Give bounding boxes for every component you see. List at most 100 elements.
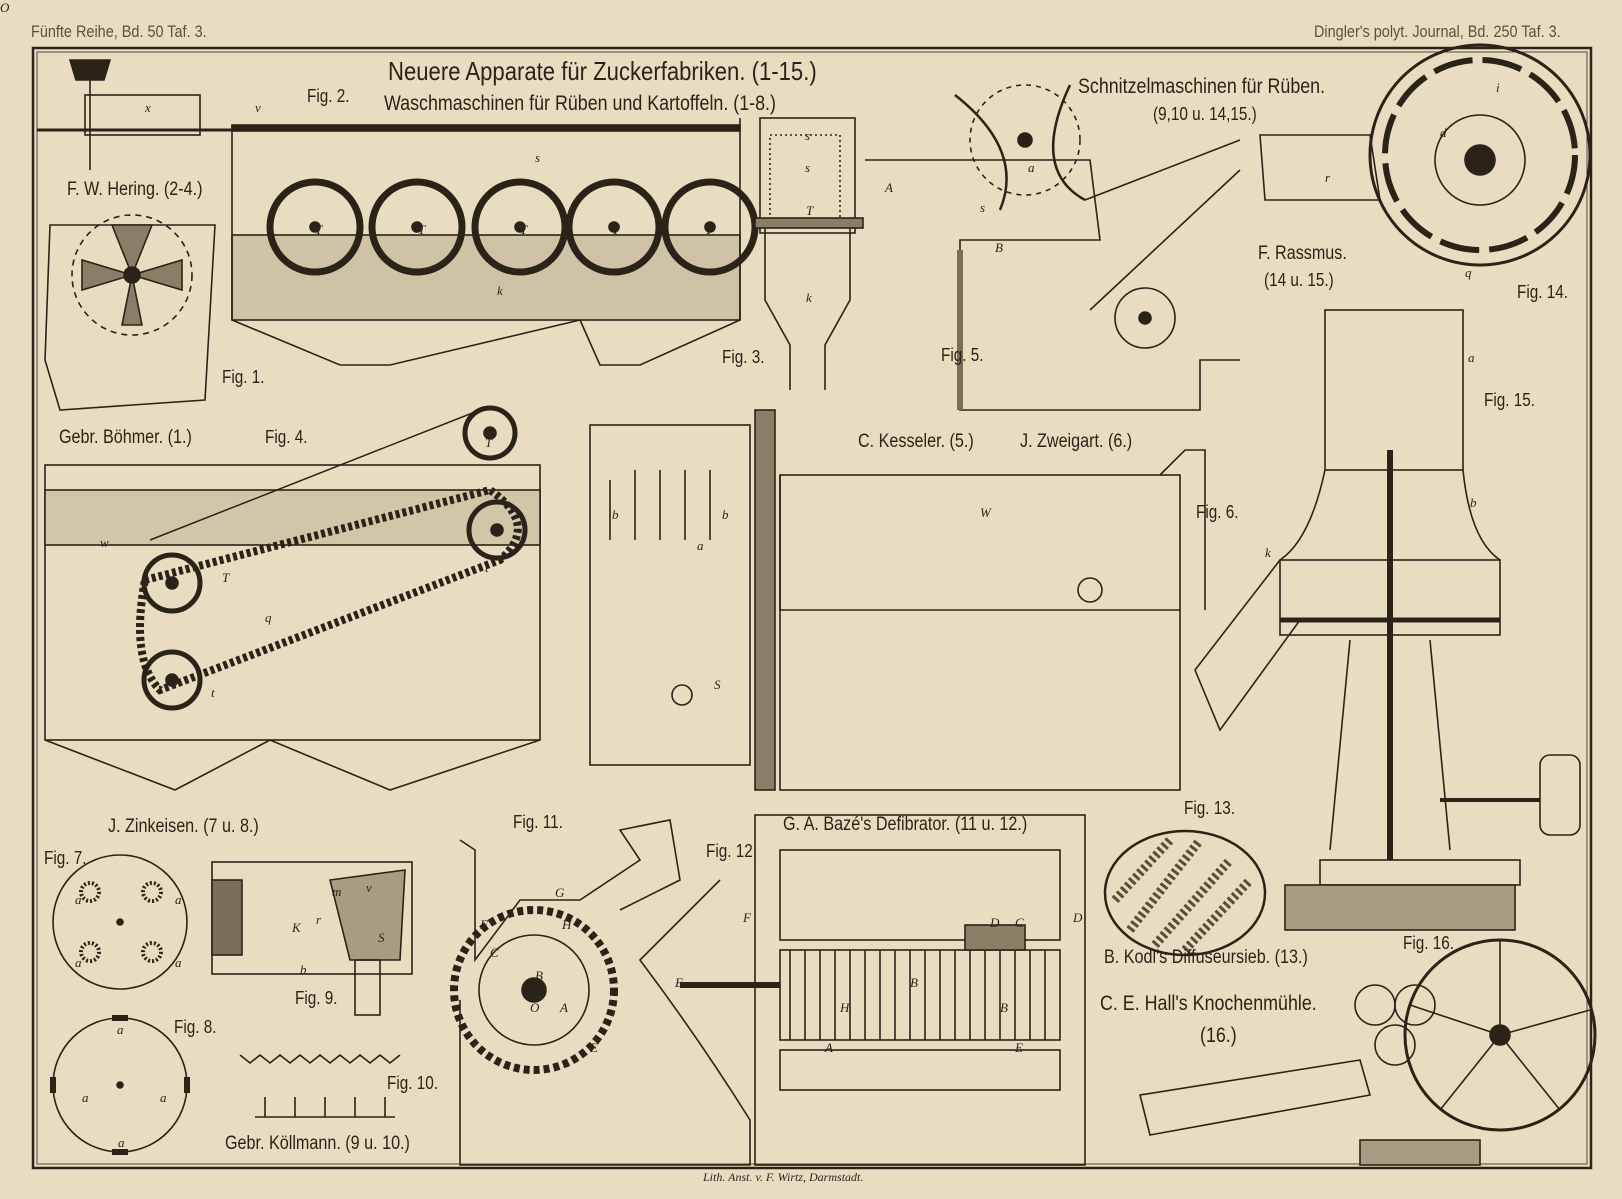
maker-kodl: B. Kodl's Diffuseursieb. (13.) xyxy=(1104,947,1308,968)
fig15-drawing xyxy=(1194,309,1581,931)
annotation-letter: A xyxy=(560,1000,568,1015)
imprint: Lith. Anst. v. F. Wirtz, Darmstadt. xyxy=(703,1170,864,1184)
annotation-letter: x xyxy=(145,100,151,115)
annotation-letter: s xyxy=(980,200,986,215)
fig12-drawing xyxy=(680,814,1086,1166)
fig15-label: Fig. 15. xyxy=(1484,390,1536,410)
annotation-letter: A xyxy=(825,1040,833,1055)
annotation-letter: G xyxy=(555,885,565,900)
fig12-label: Fig. 12. xyxy=(706,841,758,861)
fig4-label: Fig. 4. xyxy=(265,427,308,447)
maker-baze: G. A. Bazé's Defibrator. (11 u. 12.) xyxy=(783,814,1028,835)
annotation-letter: B xyxy=(995,240,1003,255)
fig7-drawing xyxy=(52,854,188,990)
annotation-letter: S xyxy=(714,677,721,692)
annotation-letter: E xyxy=(590,1040,598,1055)
annotation-letter: B xyxy=(1000,1000,1008,1015)
annotation-letter: d xyxy=(1440,125,1447,140)
fig6-label: Fig. 6. xyxy=(1196,502,1239,522)
fig3-label: Fig. 3. xyxy=(722,347,765,367)
maker-boehmer: Gebr. Böhmer. (1.) xyxy=(59,427,192,448)
annotation-letter: B xyxy=(910,975,918,990)
annotation-letter: S xyxy=(378,930,385,945)
annotation-letter: T xyxy=(485,435,493,450)
annotation-letter: E xyxy=(1015,1040,1023,1055)
annotation-letter: A xyxy=(885,180,893,195)
annotation-letter: C xyxy=(490,945,499,960)
annotation-letter: a xyxy=(697,538,704,553)
fig11-drawing xyxy=(450,819,751,1166)
annotation-letter: s xyxy=(805,128,811,143)
annotation-letter: t xyxy=(211,685,215,700)
annotation-letter: W xyxy=(980,505,991,520)
maker-zweigart: J. Zweigart. (6.) xyxy=(1020,431,1133,452)
fig14-label: Fig. 14. xyxy=(1517,282,1569,302)
annotation-letter: D xyxy=(1073,910,1083,925)
annotation-letter: i xyxy=(1496,80,1500,95)
header-right: Dingler's polyt. Journal, Bd. 250 Taf. 3… xyxy=(1314,22,1561,41)
annotation-letter: K xyxy=(292,920,301,935)
maker-hall-figs: (16.) xyxy=(1200,1024,1237,1047)
fig2-label: Fig. 2. xyxy=(307,86,350,106)
fig7-label: Fig. 7. xyxy=(44,848,87,868)
plate-title: Neuere Apparate für Zuckerfabriken. (1-1… xyxy=(388,56,817,86)
fig10-drawing xyxy=(239,1053,401,1118)
annotation-letter: b xyxy=(722,507,729,522)
fig3-drawing xyxy=(754,117,864,390)
maker-hering: F. W. Hering. (2-4.) xyxy=(67,179,203,200)
annotation-letter: r xyxy=(1325,170,1331,185)
fig16-label: Fig. 16. xyxy=(1403,933,1455,953)
annotation-letter: v xyxy=(255,100,261,115)
fig11-label: Fig. 11. xyxy=(513,812,563,832)
annotation-letter: s xyxy=(535,150,541,165)
maker-kesseler: C. Kesseler. (5.) xyxy=(858,431,974,452)
annotation-letter: k xyxy=(497,283,503,298)
annotation-letter: b xyxy=(300,962,307,977)
annotation-letter: r xyxy=(316,912,322,927)
annotation-letter: b xyxy=(612,507,619,522)
annotation-letter: T xyxy=(806,203,814,218)
maker-koellmann: Gebr. Köllmann. (9 u. 10.) xyxy=(225,1133,410,1154)
fig16-drawing xyxy=(1139,938,1597,1166)
fig9-drawing xyxy=(211,861,413,1016)
annotation-letter: T xyxy=(612,222,620,237)
annotation-letter: q xyxy=(265,610,272,625)
header-left: Fünfte Reihe, Bd. 50 Taf. 3. xyxy=(31,22,207,41)
fig14-drawing xyxy=(1259,43,1592,267)
annotation-letter: a xyxy=(175,892,182,907)
annotation-letter: C xyxy=(1015,915,1024,930)
annotation-letter: H xyxy=(840,1000,850,1015)
washer-drums xyxy=(266,178,759,276)
fig1-label: Fig. 1. xyxy=(222,367,265,387)
fig2-drawing xyxy=(231,118,759,366)
plate-border xyxy=(31,46,1593,1170)
annotation-letter: F xyxy=(743,910,751,925)
annotation-letter: T xyxy=(315,222,323,237)
maker-hall: C. E. Hall's Knochenmühle. xyxy=(1100,992,1317,1015)
annotation-letter: w xyxy=(100,535,109,550)
fig8-label: Fig. 8. xyxy=(174,1017,217,1037)
annotation-letter: k xyxy=(806,290,812,305)
annotation-letter: a xyxy=(1028,160,1035,175)
maker-zinkeisen: J. Zinkeisen. (7 u. 8.) xyxy=(108,816,259,837)
annotation-letter: a xyxy=(118,1135,125,1150)
annotation-letter: T xyxy=(418,222,426,237)
annotation-letter: H xyxy=(562,917,572,932)
annotation-letter: k xyxy=(1265,545,1271,560)
maker-rassmus: F. Rassmus. xyxy=(1258,243,1347,264)
annotation-letter: T xyxy=(705,222,713,237)
annotation-letter: q xyxy=(1465,265,1472,280)
cutters-subtitle: Schnitzelmaschinen für Rüben. xyxy=(1078,75,1326,98)
fig9-label: Fig. 9. xyxy=(295,988,338,1008)
annotation-letter: a xyxy=(117,1022,124,1037)
annotation-letter: T xyxy=(222,570,230,585)
annotation-letter: s xyxy=(805,160,811,175)
fig5-drawing xyxy=(865,84,1241,411)
fig5-label: Fig. 5. xyxy=(941,345,984,365)
annotation-letter: b xyxy=(1470,495,1477,510)
annotation-letter: a xyxy=(160,1090,167,1105)
annotation-letter: F xyxy=(480,917,488,932)
fig4-drawing xyxy=(44,405,541,791)
annotation-letter: O xyxy=(0,0,10,15)
